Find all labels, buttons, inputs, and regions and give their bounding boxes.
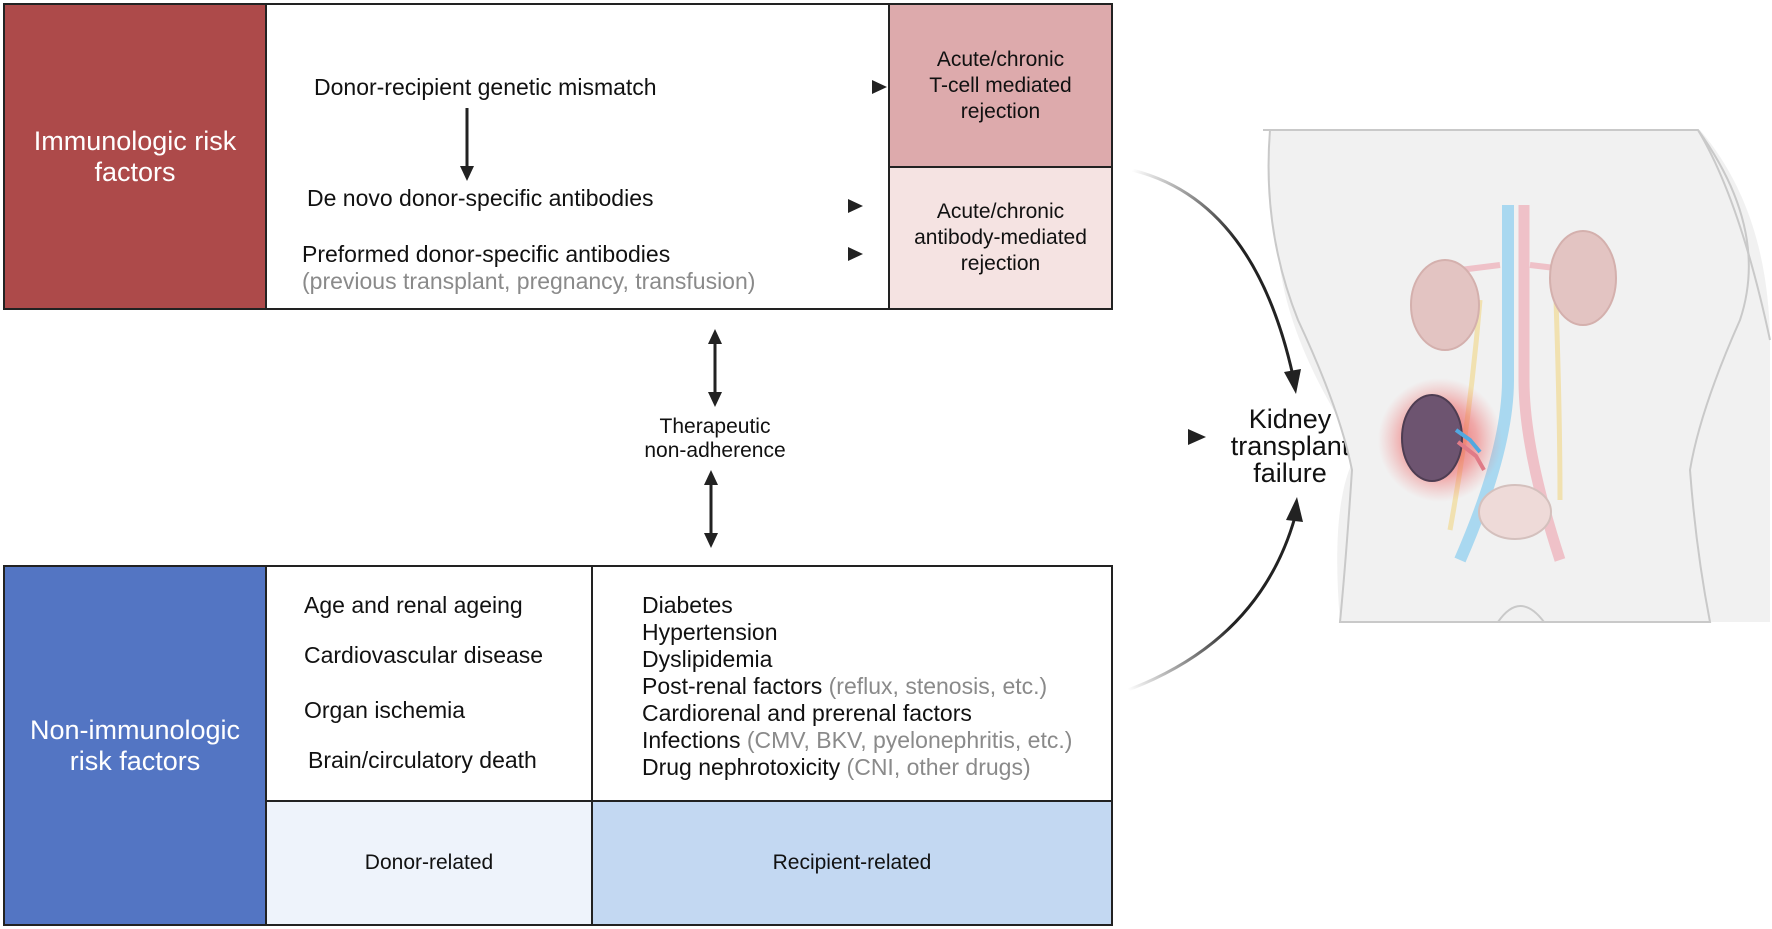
- antibody-rejection-line-2: antibody-mediated: [914, 226, 1087, 249]
- transplanted-kidney-icon: [1378, 378, 1502, 502]
- donor-factors-panel: [265, 565, 593, 802]
- tcell-rejection-line-2: T-cell mediated: [929, 73, 1072, 97]
- recipient-item: Infections (CMV, BKV, pyelonephritis, et…: [642, 727, 1072, 754]
- recipient-item-note: (CMV, BKV, pyelonephritis, etc.): [746, 727, 1073, 753]
- bladder-icon: [1478, 484, 1552, 540]
- antibody-rejection-line-1: Acute/chronic: [936, 200, 1065, 223]
- recipient-factors-panel: [591, 565, 1113, 802]
- recipient-item-main: Hypertension: [642, 619, 778, 645]
- recipient-item-main: Dyslipidemia: [642, 646, 773, 672]
- outcome-line-2: transplant: [1230, 431, 1350, 461]
- recipient-item: Post-renal factors (reflux, stenosis, et…: [642, 673, 1072, 700]
- antibody-rejection-box: Acute/chronic antibody-mediated rejectio…: [888, 166, 1113, 310]
- recipient-item: Drug nephrotoxicity (CNI, other drugs): [642, 754, 1072, 781]
- outcome-line-1: Kidney: [1248, 404, 1332, 434]
- recipient-item: Dyslipidemia: [642, 646, 1072, 673]
- adherence-nonimmunologic-double-arrow: [704, 470, 718, 548]
- native-kidney-icon: [1410, 230, 1617, 351]
- kidney-transplant-failure-label: Kidney transplant failure: [1210, 406, 1370, 487]
- recipient-item-main: Post-renal factors: [642, 673, 823, 699]
- non-immunologic-category-label: Non-immunologic risk factors: [29, 714, 241, 776]
- immunologic-category-box: Immunologic risk factors: [3, 3, 267, 310]
- nonimmunologic-to-failure-arrow: [1127, 497, 1303, 692]
- donor-item: Organ ischemia: [304, 697, 466, 723]
- preformed-to-antibody-arrow: [706, 247, 863, 261]
- immunologic-to-failure-arrow: [1131, 168, 1301, 394]
- adherence-to-failure-arrow: [830, 429, 1206, 445]
- recipient-related-label: Recipient-related: [772, 851, 932, 874]
- donor-related-band: Donor-related: [265, 800, 593, 926]
- recipient-item: Hypertension: [642, 619, 1072, 646]
- donor-related-label: Donor-related: [364, 851, 494, 874]
- therapeutic-non-adherence-label: Therapeutic non-adherence: [610, 415, 820, 463]
- non-immunologic-category-box: Non-immunologic risk factors: [3, 565, 267, 926]
- recipient-item-note: (CNI, other drugs): [846, 754, 1031, 780]
- recipient-item: Diabetes: [642, 592, 1072, 619]
- immunologic-adherence-double-arrow: [708, 329, 722, 407]
- adherence-line-1: Therapeutic: [659, 415, 771, 438]
- outcome-line-3: failure: [1253, 458, 1327, 488]
- recipient-item-note: (reflux, stenosis, etc.): [828, 673, 1048, 699]
- torso-icon: [1263, 129, 1771, 623]
- donor-item: Cardiovascular disease: [304, 642, 544, 668]
- donor-item: Age and renal ageing: [304, 592, 523, 618]
- donor-item: Brain/circulatory death: [308, 747, 537, 773]
- genetic-mismatch-label: Donor-recipient genetic mismatch: [314, 74, 657, 100]
- antibody-rejection-line-3: rejection: [960, 252, 1041, 275]
- preformed-dsa-label: Preformed donor-specific antibodies: [302, 241, 671, 267]
- recipient-item-main: Cardiorenal and prerenal factors: [642, 700, 972, 726]
- mismatch-to-tcell-arrow: [705, 80, 887, 94]
- de-novo-to-antibody-arrow: [706, 199, 863, 213]
- preformed-dsa-note: (previous transplant, pregnancy, transfu…: [302, 268, 756, 294]
- tcell-rejection-line-3: rejection: [960, 99, 1041, 123]
- tcell-rejection-line-1: Acute/chronic: [936, 47, 1065, 71]
- recipient-items-list: Diabetes Hypertension Dyslipidemia Post-…: [642, 592, 1072, 781]
- recipient-item-main: Diabetes: [642, 592, 733, 618]
- immunologic-category-label: Immunologic risk factors: [33, 125, 237, 187]
- recipient-item-main: Drug nephrotoxicity: [642, 754, 841, 780]
- recipient-item-main: Infections: [642, 727, 741, 753]
- recipient-item: Cardiorenal and prerenal factors: [642, 700, 1072, 727]
- adherence-line-2: non-adherence: [644, 439, 786, 462]
- de-novo-dsa-label: De novo donor-specific antibodies: [307, 185, 654, 211]
- recipient-related-band: Recipient-related: [591, 800, 1113, 926]
- mismatch-to-de-novo-arrow: [460, 108, 474, 181]
